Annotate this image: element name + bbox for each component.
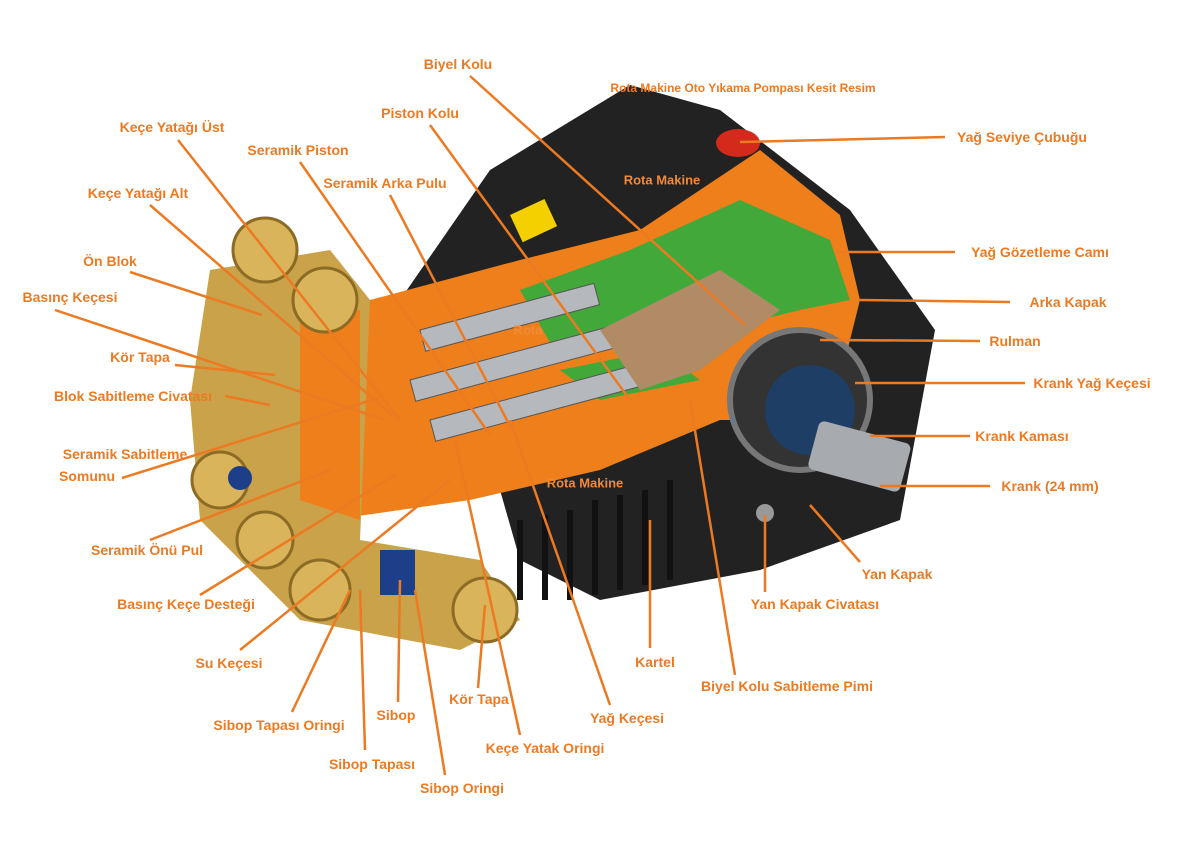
label-seramik-arka: Seramik Arka Pulu [323,175,447,191]
label-basinc-kecesi: Basınç Keçesi [22,289,118,305]
label-rulman: Rulman [989,333,1041,349]
pistons [409,282,640,442]
label-sibop: Sibop [376,707,416,723]
cooling-fins [517,480,673,600]
label-biyel-kolu: Biyel Kolu [423,56,493,72]
label-krank-yag: Krank Yağ Keçesi [1033,375,1151,391]
label-sibop-oringi: Sibop Oringi [420,780,504,796]
label-biyel-pim: Biyel Kolu Sabitleme Pimi [701,678,873,694]
label-su-kecesi: Su Keçesi [195,655,263,671]
label-kartel: Kartel [635,654,675,670]
label-sticker [509,198,558,243]
inner-label: Rota Makine [623,172,701,188]
diagram-title: Rota Makine Oto Yıkama Pompası Kesit Res… [610,81,876,95]
label-kece-alt: Keçe Yatağı Alt [87,185,189,201]
inner-label: Rota [513,322,543,338]
label-kece-ust: Keçe Yatağı Üst [119,119,225,135]
label-seramik-onu: Seramik Önü Pul [90,542,204,558]
brass-fittings [190,216,519,644]
label-seramik-sabitleme: Seramik Sabitleme [62,446,188,462]
label-piston-kolu: Piston Kolu [381,105,459,121]
label-yan-kapak-civata: Yan Kapak Civatası [750,596,880,612]
crankshaft [808,421,911,492]
label-kor-tapa: Kör Tapa [110,349,170,365]
label-sibop-tapa-oring: Sibop Tapası Oringi [213,717,345,733]
oil-chamber-green [520,200,850,360]
label-sibop-tapasi: Sibop Tapası [328,756,416,772]
connecting-rod [600,270,780,390]
label-kece-yatak-oring: Keçe Yatak Oringi [485,740,605,756]
label-yag-seviye: Yağ Seviye Çubuğu [957,129,1087,145]
leader-lines [54,75,1025,776]
label-kor-tapa-2: Kör Tapa [449,691,509,707]
label-blok-civata: Blok Sabitleme Civatası [54,388,212,404]
side-cover-bolt [756,504,774,522]
inner-label: Rota Makine [546,475,624,491]
oil-dipstick-cap [716,129,760,157]
label-yag-kecesi: Yağ Keçesi [590,710,664,726]
label-on-blok: Ön Blok [83,253,137,269]
label-krank: Krank (24 mm) [1001,478,1099,494]
label-yan-kapak: Yan Kapak [861,566,933,582]
label-basinc-destek: Basınç Keçe Desteği [117,596,255,612]
label-arka-kapak: Arka Kapak [1029,294,1107,310]
label-krank-kamasi: Krank Kaması [975,428,1069,444]
label-yag-gozetleme: Yağ Gözetleme Camı [971,244,1109,260]
label-seramik-sabitleme-2: Somunu [59,468,115,484]
label-seramik-piston: Seramik Piston [247,142,349,158]
